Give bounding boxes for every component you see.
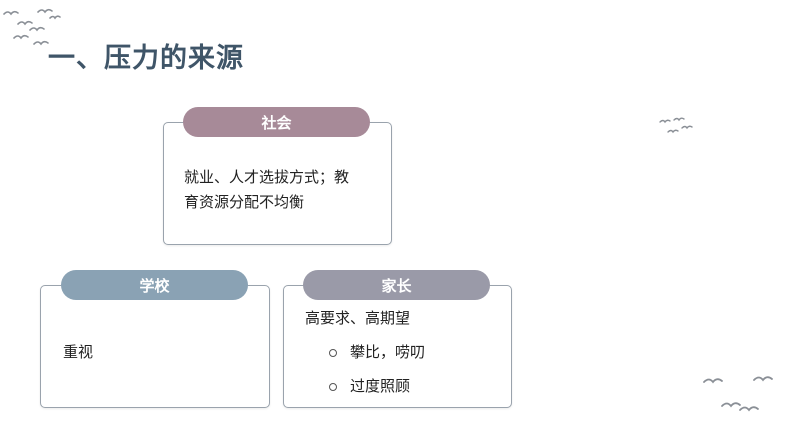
birds-flock-right (659, 117, 693, 134)
society-text-line2: 育资源分配不均衡 (184, 193, 305, 211)
bullet-circle-icon (329, 383, 337, 391)
school-header-pill: 学校 (61, 270, 248, 300)
family-header-pill: 家长 (303, 270, 490, 300)
family-card (283, 285, 512, 408)
school-text: 重视 (63, 343, 94, 361)
slide-title: 一、压力的来源 (48, 43, 244, 74)
family-intro-text: 高要求、高期望 (305, 309, 411, 327)
birds-flock-top-left (3, 8, 61, 46)
family-bullet-item: 攀比，唠叨 (350, 343, 426, 361)
society-header-pill: 社会 (183, 107, 370, 137)
birds-flock-bottom-right (703, 376, 773, 412)
school-card (40, 285, 270, 408)
family-bullet-item: 过度照顾 (350, 377, 411, 395)
bullet-circle-icon (329, 349, 337, 357)
society-text-line1: 就业、人才选拔方式；教 (184, 168, 350, 186)
